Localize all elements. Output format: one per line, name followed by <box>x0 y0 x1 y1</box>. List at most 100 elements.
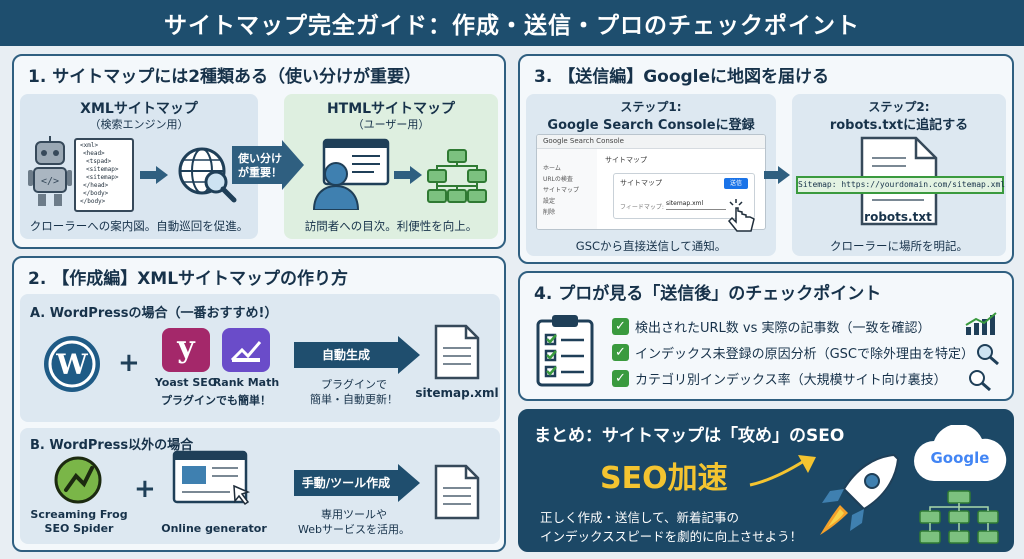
gsc-page-heading: サイトマップ <box>605 156 647 164</box>
summary-desc-2: インデックススピードを劇的に向上させよう！ <box>540 529 803 544</box>
checkpoint-text: 検出されたURL数 vs 実際の記事数（一致を確認） <box>635 321 931 336</box>
gsc-sitemap-input[interactable]: sitemap.xml <box>666 200 726 210</box>
rankmath-label: Rank Math <box>212 376 280 389</box>
checkpoint-text: インデックス未登録の原因分析（GSCで除外理由を特定） <box>635 347 975 362</box>
html-sitemap-subtitle: （ユーザー用） <box>352 118 430 131</box>
site-tree-icon <box>427 149 487 203</box>
manual-create-desc-1: 専用ツールや <box>321 508 387 521</box>
section-3-title: 3. 【送信編】Googleに地図を届ける <box>534 67 830 87</box>
sitemap-directive: Sitemap: https://yourdomain.com/sitemap.… <box>796 176 1006 194</box>
section-1-panel: 1. サイトマップには2種類ある（使い分けが重要） XMLサイトマップ （検索エ… <box>12 54 506 249</box>
xml-sitemap-subtitle: （検索エンジン用） <box>89 118 189 131</box>
click-hand-icon <box>727 199 755 232</box>
section-2-panel: 2. 【作成編】XMLサイトマップの作り方 A. WordPressの場合（一番… <box>12 256 506 552</box>
code-line: <head> <box>83 150 105 157</box>
rocket-icon <box>820 453 900 535</box>
gsc-sidebar: ホーム URLの検査 サイトマップ 設定 削除 <box>537 149 597 229</box>
xml-code-document-icon: <xml> <head> <tspad> <sitemap> <sitemap>… <box>74 138 134 212</box>
document-icon <box>434 324 480 380</box>
checkbox-icon: ✓ <box>612 344 629 361</box>
gsc-field-label: フィードマップ: <box>620 204 664 211</box>
magnifier-icon <box>969 370 991 391</box>
html-sitemap-title: HTMLサイトマップ <box>326 101 456 117</box>
summary-panel: まとめ：サイトマップは「攻め」のSEO SEO加速 正しく作成・送信して、新着記… <box>518 409 1014 552</box>
svg-text:W: W <box>55 348 88 381</box>
step-1-title: Google Search Consoleに登録 <box>547 118 755 133</box>
online-generator-label: Online generator <box>161 522 267 535</box>
gsc-card-title: サイトマップ <box>620 179 662 187</box>
growth-chart-icon <box>965 312 997 335</box>
step-1-caption: GSCから直接送信して通知。 <box>575 239 727 253</box>
code-line: </body> <box>80 198 106 205</box>
usage-note-line-2: が重要！ <box>238 166 282 179</box>
gsc-brand: Google Search Console <box>543 137 624 145</box>
arrow-right-icon <box>140 166 168 184</box>
screaming-frog-label-1: Screaming Frog <box>30 508 128 521</box>
xml-sitemap-title: XMLサイトマップ <box>80 101 198 117</box>
auto-generate-label: 自動生成 <box>321 348 370 362</box>
gsc-nav-item[interactable]: 設定 <box>543 198 556 205</box>
plugin-easy-label: プラグインでも簡単！ <box>161 394 271 407</box>
code-line: </head> <box>83 182 109 189</box>
manual-create-label: 手動/ツール作成 <box>301 476 391 490</box>
document-icon <box>434 464 480 520</box>
svg-text:</>: </> <box>41 176 59 187</box>
summary-big-text: SEO加速 <box>600 461 728 496</box>
plus-sign: + <box>134 474 156 504</box>
step-2-title: robots.txtに追記する <box>829 118 969 133</box>
usage-note-line-1: 使い分け <box>238 152 282 165</box>
step-1-label: ステップ1: <box>620 100 682 114</box>
sitemap-file-label: sitemap.xml <box>415 386 499 400</box>
section-4-title: 4. プロが見る「送信後」のチェックポイント <box>534 284 882 304</box>
code-line: <xml> <box>80 142 99 149</box>
auto-generate-desc-1: プラグインで <box>321 378 387 391</box>
code-line: <sitemap> <box>86 174 119 181</box>
gsc-topbar: Google Search Console <box>537 135 765 149</box>
magnifier-icon <box>977 344 999 365</box>
summary-title: まとめ：サイトマップは「攻め」のSEO <box>534 426 845 446</box>
xml-sitemap-caption: クローラーへの案内図。自動巡回を促進。 <box>29 219 249 233</box>
gsc-nav-item[interactable]: 削除 <box>543 209 556 216</box>
section-4-panel: 4. プロが見る「送信後」のチェックポイント ✓ 検出されたURL数 vs 実際… <box>518 271 1014 401</box>
code-line: <sitemap> <box>86 166 119 173</box>
robots-file-label: robots.txt <box>864 210 932 224</box>
checklist-clipboard-icon <box>536 315 594 387</box>
html-sitemap-caption: 訪問者への目次。利便性を向上。 <box>304 219 478 233</box>
plus-sign: + <box>118 348 140 378</box>
gsc-nav-item[interactable]: URLの検査 <box>543 176 573 183</box>
section-3-panel: 3. 【送信編】Googleに地図を届ける ステップ1: Google Sear… <box>518 54 1014 264</box>
code-line: <tspad> <box>86 158 112 165</box>
middle-arrow-icon <box>232 140 304 190</box>
upward-arrow-icon <box>749 455 816 487</box>
code-line: </body> <box>83 190 109 197</box>
rankmath-logo-icon <box>222 328 270 372</box>
site-tree-icon <box>919 490 999 544</box>
checkpoint-item: ✓ カテゴリ別インデックス率（大規模サイト向け裏技） <box>612 369 947 388</box>
step-2-caption: クローラーに場所を明記。 <box>830 239 968 253</box>
checkbox-icon: ✓ <box>612 370 629 387</box>
yoast-logo-icon: y <box>162 328 210 372</box>
summary-desc-1: 正しく作成・送信して、新着記事の <box>540 510 740 525</box>
auto-generate-desc-2: 簡単・自動更新！ <box>310 393 398 406</box>
wordpress-case-title: A. WordPressの場合（一番おすすめ!） <box>30 306 278 321</box>
screaming-frog-label-2: SEO Spider <box>44 522 114 535</box>
gsc-window: Google Search Console ホーム URLの検査 サイトマップ … <box>536 134 766 230</box>
gsc-nav-item[interactable]: サイトマップ <box>543 187 580 194</box>
checkpoint-item: ✓ インデックス未登録の原因分析（GSCで除外理由を特定） <box>612 343 974 362</box>
step-2-label: ステップ2: <box>868 100 930 114</box>
user-browser-icon <box>312 138 390 210</box>
checkpoint-text: カテゴリ別インデックス率（大規模サイト向け裏技） <box>635 373 947 388</box>
sitemap-directive-text: Sitemap: https://yourdomain.com/sitemap.… <box>798 180 1006 189</box>
robot-icon: </> <box>28 136 72 206</box>
globe-search-icon <box>178 147 237 203</box>
yoast-label: Yoast SEO <box>154 376 218 389</box>
non-wordpress-case-title: B. WordPress以外の場合 <box>30 438 194 453</box>
section-2-title: 2. 【作成編】XMLサイトマップの作り方 <box>28 269 349 289</box>
online-generator-icon <box>172 450 251 506</box>
manual-create-desc-2: Webサービスを活用。 <box>298 523 410 536</box>
gsc-submit-button[interactable]: 送信 <box>724 178 748 189</box>
arrow-right-icon <box>764 166 790 184</box>
google-logo-text: Google <box>920 449 1000 467</box>
gsc-nav-item[interactable]: ホーム <box>543 165 561 172</box>
arrow-right-icon <box>394 166 422 184</box>
